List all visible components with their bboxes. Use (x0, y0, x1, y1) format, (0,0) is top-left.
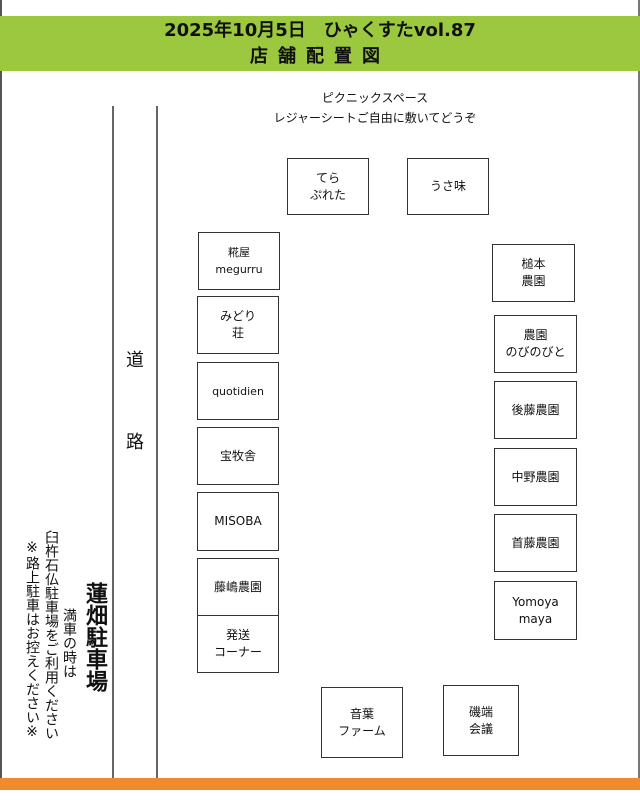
map-title: 店舗配置図 (250, 46, 390, 67)
picnic-note: レジャーシートご自由に敷いてどうぞ (273, 111, 477, 125)
booth: 磯端 会議 (443, 685, 519, 756)
parking-full-note: 満車の時は (61, 608, 77, 678)
road-edge-left (112, 106, 114, 778)
left-border (0, 0, 2, 778)
booth: quotidien (197, 362, 279, 420)
right-border (638, 0, 640, 778)
booth: MISOBA (197, 492, 279, 551)
booth: 後藤農園 (494, 381, 577, 439)
booth: 藤嶋農園 (197, 558, 279, 617)
picnic-space: ピクニックスペース レジャーシートご自由に敷いてどうぞ (240, 88, 510, 128)
road-label-1: 道 (126, 350, 144, 371)
booth: 首藤農園 (494, 514, 577, 572)
event-title: 2025年10月5日 ひゃくすたvol.87 (164, 20, 476, 41)
booth: 糀屋 megurru (198, 232, 280, 290)
booth: てら ぷれた (287, 158, 369, 215)
booth: 宝牧舎 (197, 427, 279, 485)
picnic-title: ピクニックスペース (321, 91, 429, 105)
parking-alt-note: 臼杵石仏駐車場をご利用ください (43, 530, 59, 740)
parking-name: 蓮畑駐車場 (82, 582, 107, 692)
booth: 発送 コーナー (197, 615, 279, 673)
road-label-2: 路 (126, 432, 144, 453)
booth: みどり 荘 (197, 296, 279, 354)
booth: 音葉 ファーム (321, 687, 403, 758)
booth: 槌本 農園 (492, 244, 575, 302)
parking-warning: ※路上駐車はお控えください※ (24, 540, 40, 740)
booth: 農園 のびのびと (494, 315, 577, 373)
booth: 中野農園 (494, 448, 577, 506)
booth: うさ味 (407, 158, 489, 215)
booth: Yomoya maya (494, 581, 577, 640)
header-band: 2025年10月5日 ひゃくすたvol.87 店舗配置図 (0, 16, 640, 71)
road-edge-right (156, 106, 158, 778)
footer-band (0, 778, 640, 790)
